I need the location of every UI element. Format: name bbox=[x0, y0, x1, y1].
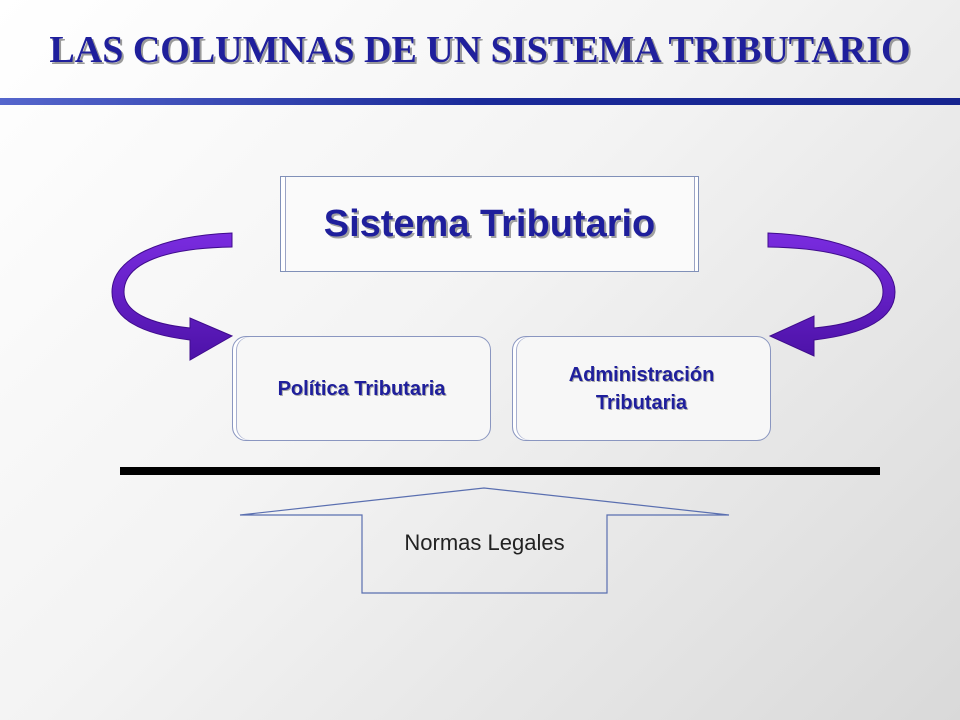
main-node-sistema-tributario: Sistema Tributario bbox=[280, 176, 699, 272]
pillar-politica-tributaria: Política Tributaria bbox=[232, 336, 491, 441]
title-rule bbox=[0, 98, 960, 105]
curved-arrow-left-icon bbox=[111, 232, 234, 361]
foundation-bar bbox=[120, 467, 880, 475]
curved-arrow-right-icon bbox=[767, 232, 896, 357]
pillar-label: Administración Tributaria bbox=[569, 361, 715, 417]
pillar-label: Política Tributaria bbox=[277, 377, 446, 400]
pillar-label-line2: Tributaria bbox=[595, 391, 688, 414]
base-normas-legales: Normas Legales bbox=[404, 530, 565, 555]
up-arrow-icon bbox=[239, 487, 730, 594]
main-node-label: Sistema Tributario bbox=[323, 202, 656, 245]
pillar-administracion-tributaria: Administración Tributaria bbox=[512, 336, 771, 441]
slide-title: LAS COLUMNAS DE UN SISTEMA TRIBUTARIO bbox=[49, 29, 911, 71]
pillar-label-line1: Administración bbox=[568, 363, 715, 386]
